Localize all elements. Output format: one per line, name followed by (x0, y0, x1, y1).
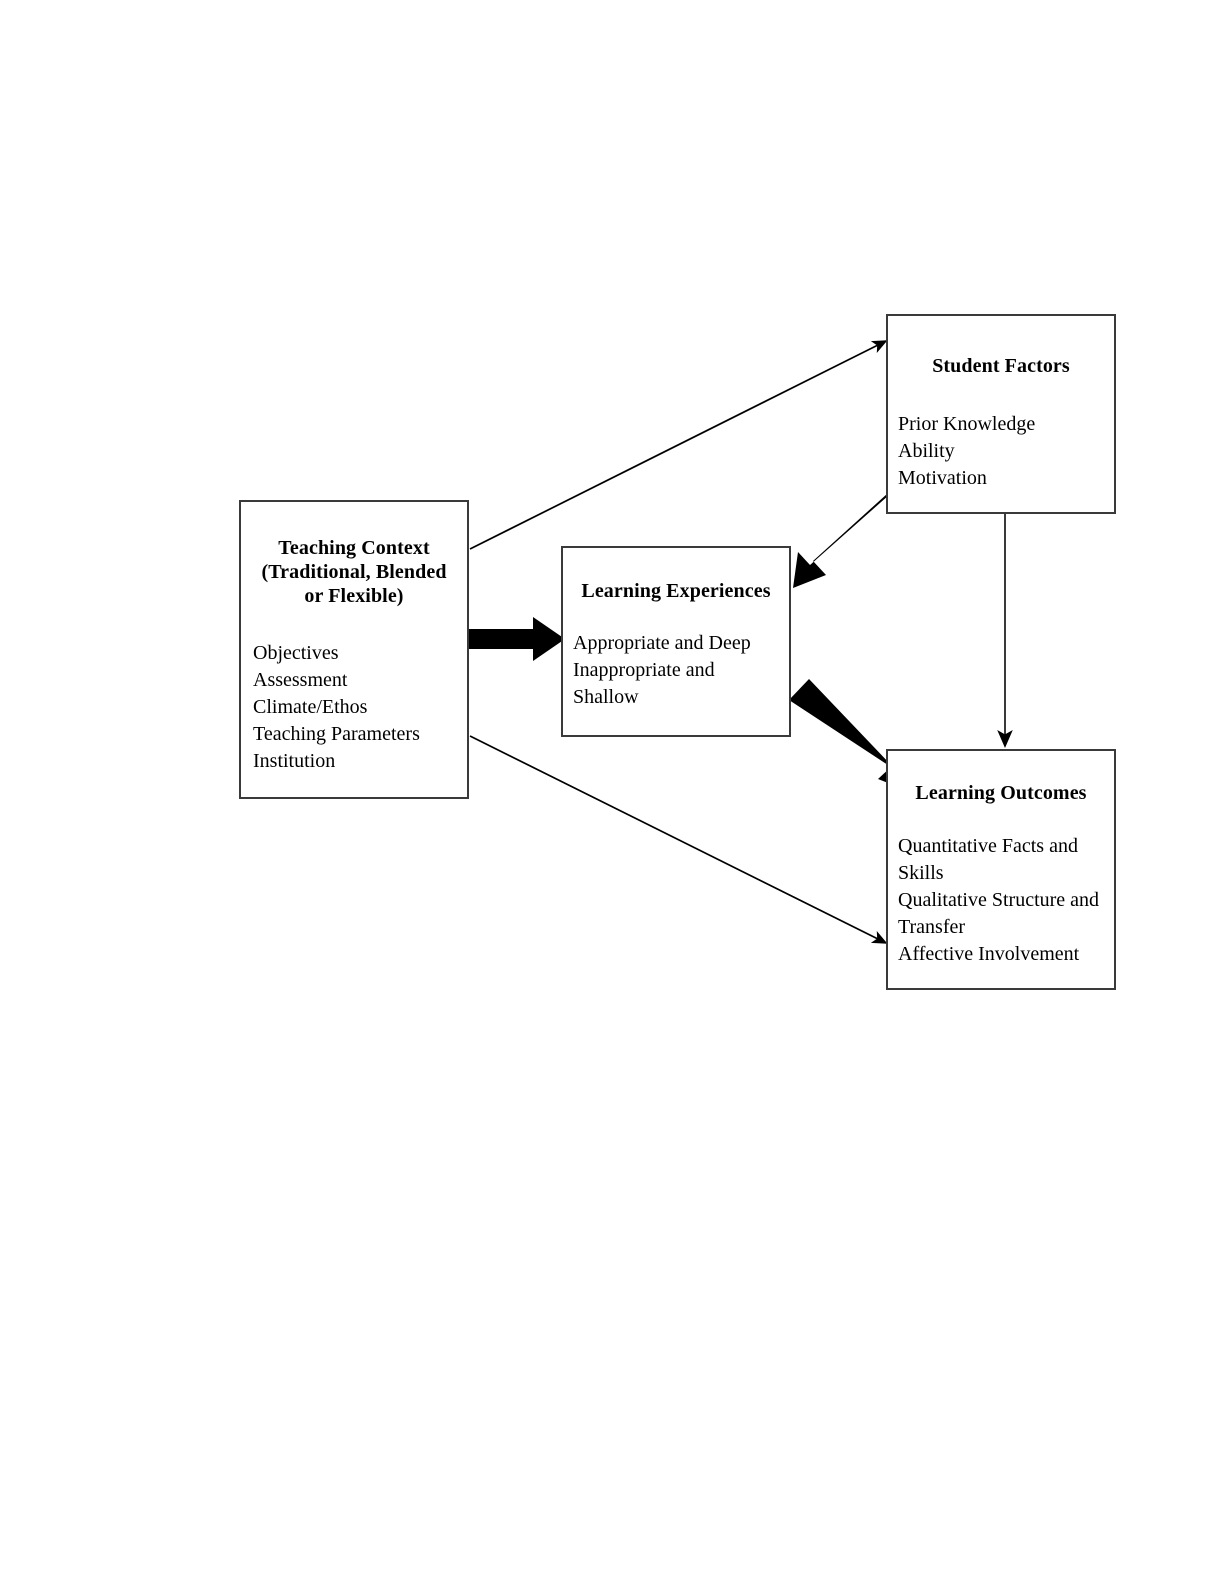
edge-teaching-context-to-student-factors (469, 340, 888, 550)
node-teaching-context-item-3: Climate/Ethos (253, 696, 368, 718)
node-teaching-context-title-line-3: or Flexible) (304, 585, 404, 607)
node-learning-experiences-title-line-1: Learning Experiences (581, 580, 771, 602)
node-teaching-context-item-5: Institution (253, 750, 336, 772)
edge-teaching-context-to-learning-experiences (469, 617, 565, 661)
node-teaching-context-item-1: Objectives (253, 642, 339, 664)
node-learning-outcomes-title: Learning Outcomes (888, 781, 1114, 805)
node-student-factors-title-line-1: Student Factors (932, 355, 1070, 377)
node-learning-outcomes-item-3: Affective Involvement (898, 943, 1080, 965)
node-teaching-context-item-4: Teaching Parameters (253, 723, 420, 745)
node-student-factors-items: Prior Knowledge Ability Motivation (898, 411, 1114, 492)
node-learning-outcomes-title-line-1: Learning Outcomes (915, 782, 1087, 804)
node-student-factors-item-1: Prior Knowledge (898, 413, 1036, 435)
node-student-factors[interactable]: Student Factors Prior Knowledge Ability … (886, 314, 1116, 514)
node-teaching-context-title: Teaching Context (Traditional, Blended o… (241, 536, 467, 608)
node-teaching-context-title-line-1: Teaching Context (278, 537, 430, 559)
node-student-factors-item-3: Motivation (898, 467, 987, 489)
node-learning-outcomes[interactable]: Learning Outcomes Quantitative Facts and… (886, 749, 1116, 990)
node-learning-experiences-item-1: Appropriate and Deep (573, 632, 751, 654)
node-teaching-context-title-line-2: (Traditional, Blended (261, 561, 447, 583)
node-learning-outcomes-item-1: Quantitative Facts and Skills (898, 835, 1078, 884)
node-learning-experiences-title: Learning Experiences (563, 579, 789, 603)
edge-student-factors-to-learning-experiences-group (793, 474, 909, 588)
node-teaching-context-items: Objectives Assessment Climate/Ethos Teac… (253, 640, 467, 775)
node-student-factors-title: Student Factors (888, 354, 1114, 378)
node-learning-experiences[interactable]: Learning Experiences Appropriate and Dee… (561, 546, 791, 737)
node-learning-outcomes-items: Quantitative Facts and Skills Qualitativ… (898, 833, 1110, 968)
node-teaching-context-item-2: Assessment (253, 669, 348, 691)
node-teaching-context[interactable]: Teaching Context (Traditional, Blended o… (239, 500, 469, 799)
node-learning-experiences-item-3: Shallow (573, 686, 639, 708)
edge-learning-experiences-to-learning-outcomes-group (789, 679, 911, 792)
edge-teaching-context-to-learning-outcomes (469, 735, 888, 944)
node-learning-experiences-items: Appropriate and Deep Inappropriate and S… (573, 630, 789, 711)
node-learning-outcomes-item-2: Qualitative Structure and Transfer (898, 889, 1100, 938)
node-learning-experiences-item-2: Inappropriate and (573, 659, 715, 681)
node-student-factors-item-2: Ability (898, 440, 955, 462)
